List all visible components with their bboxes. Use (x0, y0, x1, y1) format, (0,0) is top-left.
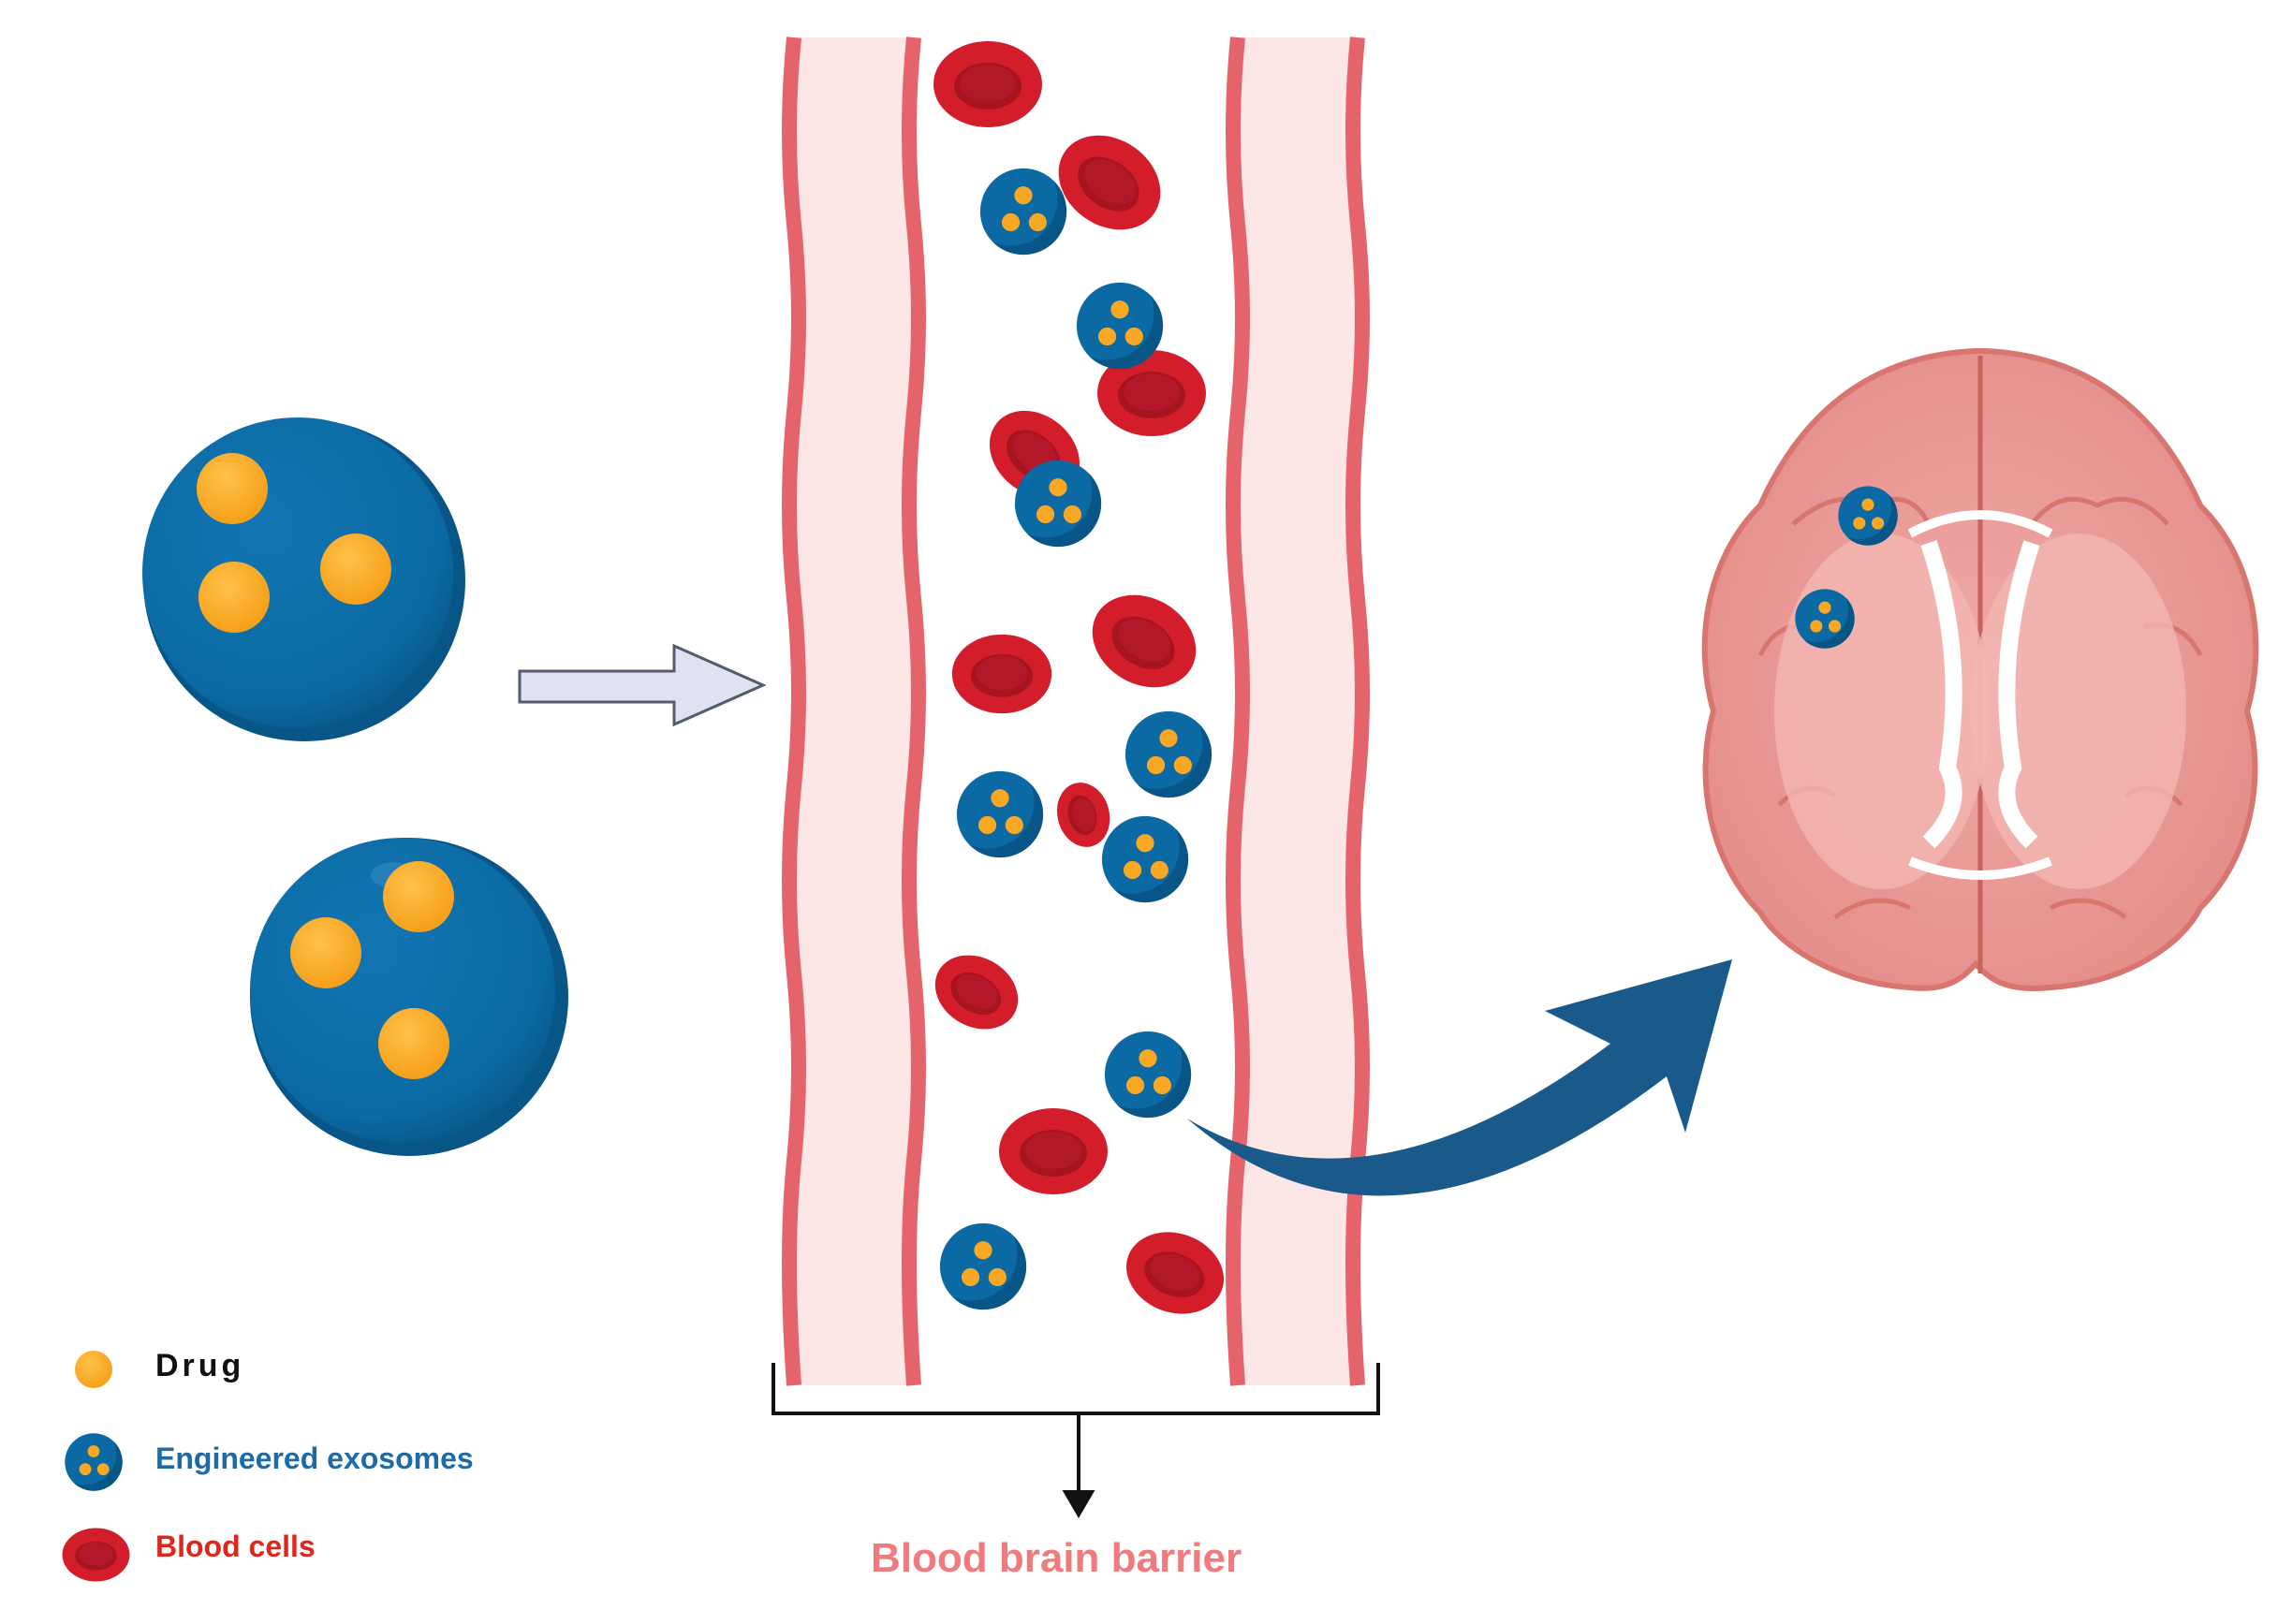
large-exosome-top (142, 417, 465, 741)
curved-arrow-icon (1187, 959, 1732, 1196)
legend-drug-icon (75, 1351, 112, 1388)
drug-icon (197, 453, 391, 633)
blood-cell-icon (921, 41, 1236, 1327)
legend-blood-cell-label: Blood cells (155, 1529, 316, 1563)
blood-brain-barrier-label: Blood brain barrier (871, 1535, 1242, 1581)
barrier-bracket (772, 1363, 1380, 1518)
vessel-left-wall (782, 37, 926, 1386)
legend-exosome-label: Engineered exosomes (155, 1441, 474, 1475)
drug-icon (290, 861, 454, 1079)
arrow-icon (518, 643, 767, 727)
legend-exosome-icon (65, 1433, 123, 1491)
brain-icon (1701, 348, 2259, 991)
large-exosome-bottom (250, 838, 568, 1156)
legend-blood-cell-icon (62, 1528, 130, 1582)
legend-drug-label: Drug (155, 1348, 245, 1383)
